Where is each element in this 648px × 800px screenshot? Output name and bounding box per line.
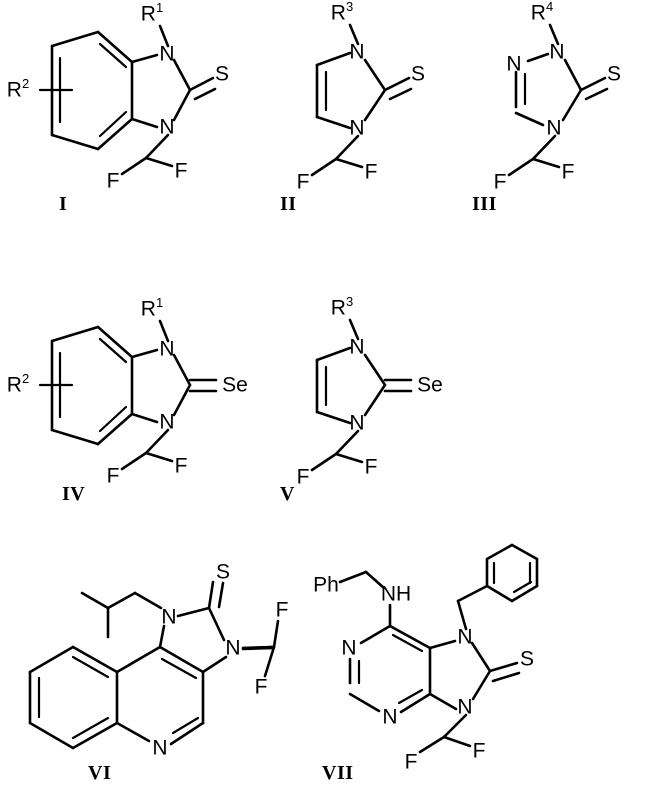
atom-label-f2-VI: F bbox=[255, 676, 268, 699]
atom-label-se-V: Se bbox=[417, 374, 443, 397]
atom-label-n4-III: N bbox=[546, 117, 561, 140]
atom-label-n3-I: N bbox=[159, 116, 174, 139]
compound-label-I: I bbox=[59, 193, 68, 215]
atom-label-n9-VII: N bbox=[457, 696, 472, 719]
compound-label-VII: VII bbox=[322, 762, 354, 784]
atom-label-s-II: S bbox=[411, 63, 425, 86]
atom-label-n1-II: N bbox=[349, 41, 364, 64]
atom-label-s-VII: S bbox=[520, 648, 534, 671]
atom-label-nh-VII: NH bbox=[381, 583, 411, 606]
atom-label-s-I: S bbox=[215, 63, 229, 86]
atom-label-se-IV: Se bbox=[222, 374, 248, 397]
atom-label-f2-III: F bbox=[494, 171, 507, 194]
atom-label-f1-I: F bbox=[175, 160, 188, 183]
compound-label-IV: IV bbox=[62, 483, 86, 505]
atom-label-n3-VI: N bbox=[225, 637, 240, 660]
compound-label-VI: VI bbox=[88, 762, 112, 784]
structure-III: N N N S F F R4 bbox=[494, 0, 621, 194]
atom-label-n1-III: N bbox=[549, 41, 564, 64]
structure-VII: N N N N S F F NH Ph bbox=[313, 543, 539, 774]
atom-label-f2-II: F bbox=[297, 171, 310, 194]
r-group-r1-IV: R1 bbox=[141, 295, 163, 321]
atom-label-n1-I: N bbox=[159, 43, 174, 66]
structure-I: N N S F F R1 R2 bbox=[7, 0, 229, 193]
compound-label-III: III bbox=[472, 193, 497, 215]
atom-label-n3-II: N bbox=[349, 117, 364, 140]
r-group-r3-V: R3 bbox=[331, 294, 353, 320]
atom-label-f1-VI: F bbox=[276, 599, 289, 622]
r-group-r1-I: R1 bbox=[141, 0, 163, 26]
atom-label-f1-III: F bbox=[562, 161, 575, 184]
atom-label-f1-VII: F bbox=[473, 740, 486, 763]
atom-label-f1-IV: F bbox=[175, 455, 188, 478]
atom-label-s-III: S bbox=[607, 63, 621, 86]
atom-label-f2-I: F bbox=[107, 170, 120, 193]
atom-label-f1-II: F bbox=[365, 161, 378, 184]
atom-label-n1-V: N bbox=[349, 336, 364, 359]
structure-IV: N N Se F F R1 R2 bbox=[7, 295, 248, 488]
compound-label-V: V bbox=[280, 483, 295, 505]
atom-label-f2-VII: F bbox=[405, 751, 418, 774]
atom-label-f1-V: F bbox=[365, 456, 378, 479]
atom-label-n2-III: N bbox=[506, 53, 521, 76]
atom-label-n3-IV: N bbox=[159, 411, 174, 434]
r-group-r2-IV: R2 bbox=[7, 371, 29, 397]
structure-V: N N Se F F R3 bbox=[297, 294, 443, 489]
atom-label-n-quinoline-VI: N bbox=[152, 737, 167, 760]
atom-label-s-VI: S bbox=[216, 561, 230, 584]
atom-label-n1-VI: N bbox=[161, 606, 176, 629]
atom-label-n3-VII: N bbox=[382, 706, 397, 729]
atom-label-n1-IV: N bbox=[159, 338, 174, 361]
structure-II: N N S F F R3 bbox=[297, 0, 425, 194]
r-group-r3-II: R3 bbox=[331, 0, 353, 25]
atom-label-n3-V: N bbox=[349, 412, 364, 435]
atom-label-n7-VII: N bbox=[457, 626, 472, 649]
structure-VI: N N N S F F bbox=[28, 561, 289, 760]
atom-label-f2-IV: F bbox=[107, 465, 120, 488]
atom-label-ph-VII: Ph bbox=[313, 574, 339, 597]
r-group-r4-III: R4 bbox=[531, 0, 553, 25]
r-group-r2-I: R2 bbox=[7, 76, 29, 102]
atom-label-f2-V: F bbox=[297, 466, 310, 489]
compound-label-II: II bbox=[280, 193, 297, 215]
atom-label-n1-VII: N bbox=[341, 637, 356, 660]
